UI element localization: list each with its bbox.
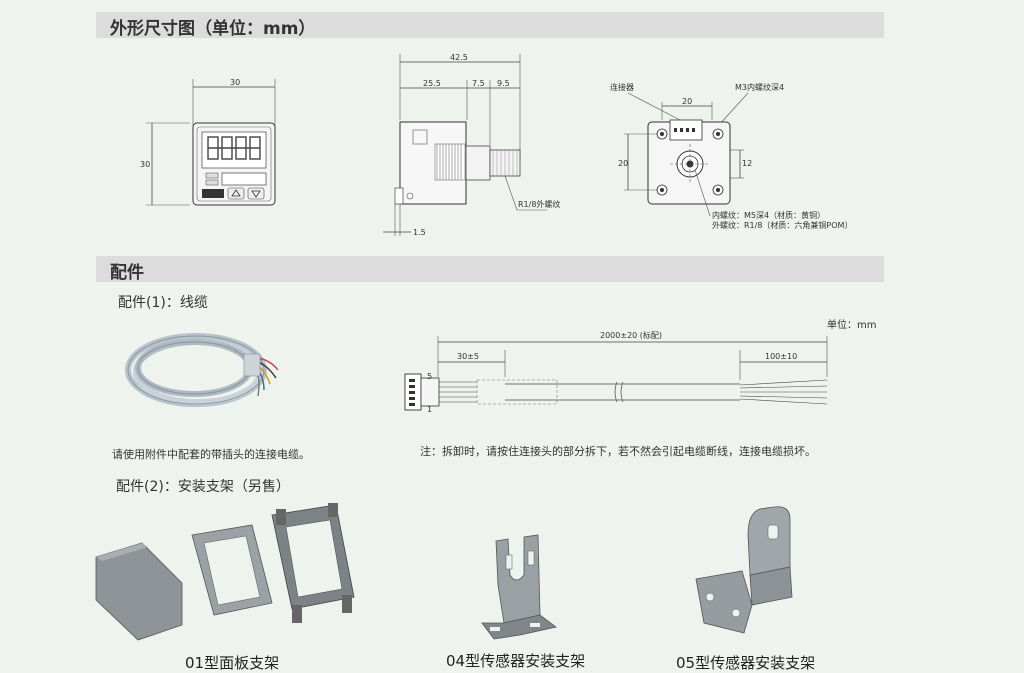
- bracket-subtitle: 配件(2)：安装支架（另售）: [116, 479, 290, 495]
- rear-h20-label: 20: [618, 159, 628, 168]
- bracket-05-caption: 05型传感器安装支架: [676, 654, 816, 672]
- cable-pin1-label: 1: [427, 405, 432, 414]
- front-height-label: 30: [140, 160, 150, 169]
- sensor-bracket-05-image: [695, 506, 793, 634]
- front-width-label: 30: [230, 78, 240, 87]
- cable-unit-label: 单位：mm: [827, 320, 877, 331]
- section-title: 外形尺寸图（单位：mm）: [110, 19, 316, 39]
- front-view-drawing: 30 30: [140, 78, 276, 206]
- cable-note-left: 请使用附件中配套的带插头的连接电缆。: [112, 448, 310, 461]
- section-header-dimensions: 外形尺寸图（单位：mm）: [96, 12, 884, 39]
- cable-length-label: 2000±20 (标配): [600, 330, 662, 340]
- cable-note-right: 注：拆卸时，请按住连接头的部分拆下，若不然会引起电缆断线，连接电缆损坏。: [420, 445, 816, 458]
- rear-connector-label: 连接器: [610, 82, 634, 92]
- side-thread-label: R1/8外螺纹: [518, 199, 560, 209]
- side-d3-label: 9.5: [497, 79, 510, 88]
- bracket-04-caption: 04型传感器安装支架: [446, 652, 586, 670]
- rear-outer-thread-label: 外螺纹：R1/8（材质：六角兼铜POM）: [712, 220, 852, 230]
- bracket-01-caption: 01型面板支架: [185, 654, 280, 672]
- side-total-label: 42.5: [450, 53, 468, 62]
- cable-pin5-label: 5: [427, 372, 432, 381]
- rear-h12-label: 12: [742, 159, 752, 168]
- rear-m3-label: M3内螺纹深4: [735, 82, 784, 92]
- cable-right-length-label: 100±10: [765, 352, 797, 361]
- cable-drawing: 2000±20 (标配) 30±5 100±10 5 1: [404, 330, 828, 414]
- section-header-accessories: 配件: [96, 256, 884, 283]
- panel-bracket-01-image: [95, 503, 355, 641]
- cable-subtitle: 配件(1)：线缆: [118, 295, 208, 311]
- rear-w20-label: 20: [682, 97, 692, 106]
- section-title: 配件: [110, 263, 144, 283]
- rear-view-drawing: 连接器 M3内螺纹深4 20 20 12 内螺纹：M5深4（材质：黄铜） 外螺纹…: [610, 82, 852, 230]
- cable-coil-image: [125, 333, 279, 407]
- cable-left-length-label: 30±5: [457, 352, 479, 361]
- rear-inner-thread-label: 内螺纹：M5深4（材质：黄铜）: [712, 210, 825, 220]
- side-d2-label: 7.5: [472, 79, 485, 88]
- side-d4-label: 1.5: [413, 228, 426, 237]
- side-view-drawing: 42.5 25.5 7.5 9.5 R1/8外螺纹 1.5: [383, 53, 560, 237]
- sensor-bracket-04-image: [481, 534, 557, 640]
- side-d1-label: 25.5: [423, 79, 441, 88]
